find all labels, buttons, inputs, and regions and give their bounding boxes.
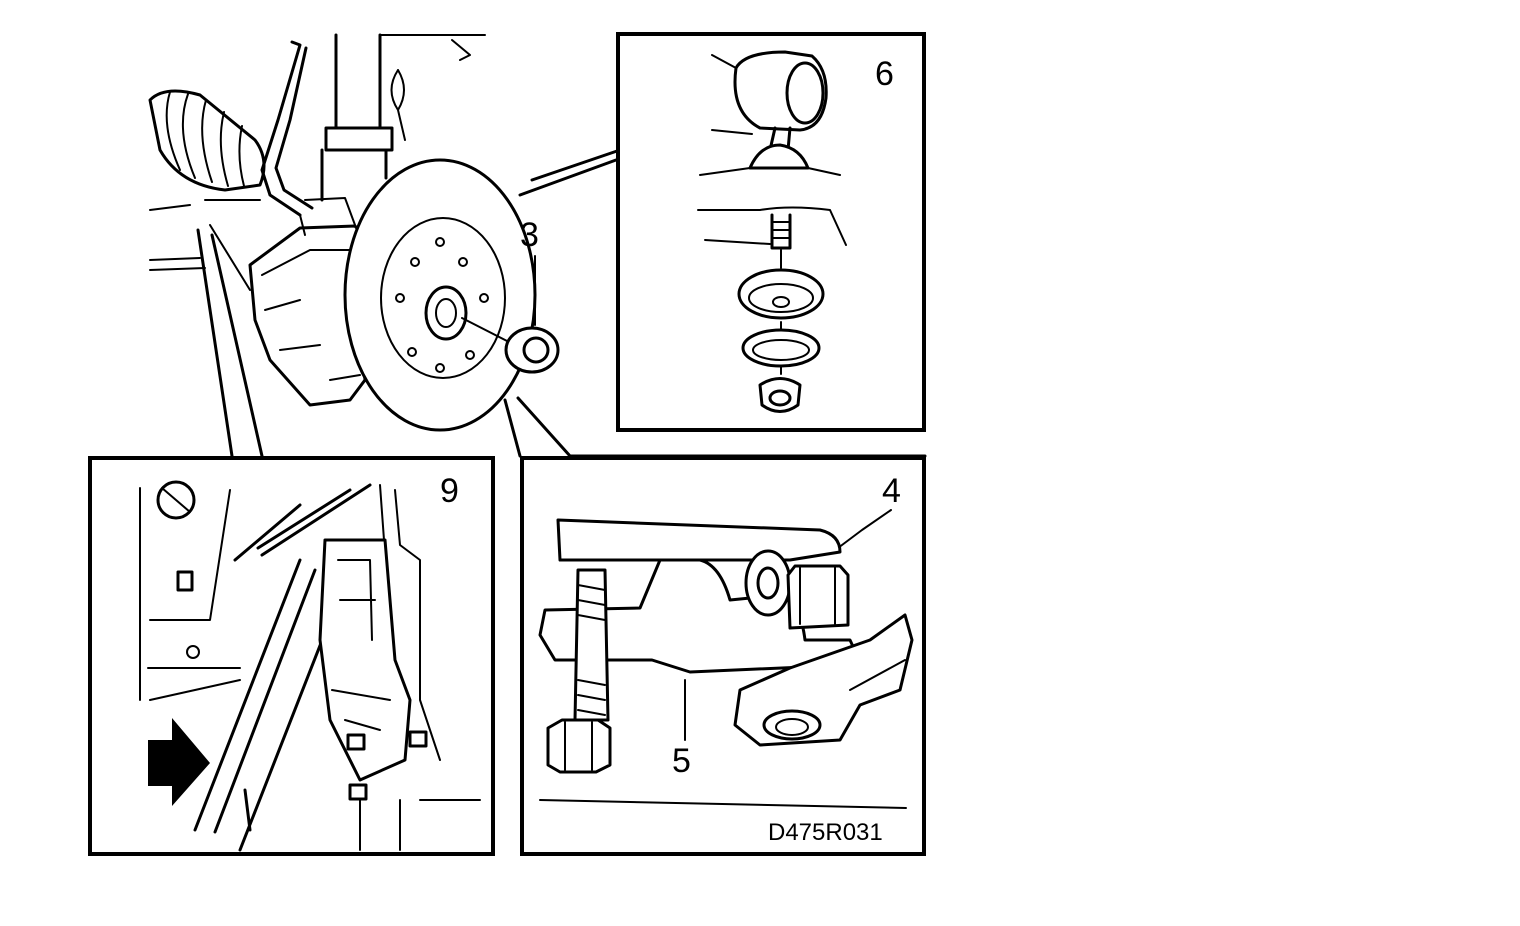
steering-rack-boot [148, 89, 266, 192]
callout-6: 6 [875, 55, 894, 93]
brake-disc [343, 158, 537, 432]
subframe-detail [139, 480, 481, 852]
callout-4: 4 [882, 472, 901, 510]
leader-to-inset-9 [196, 228, 264, 458]
chassis-member [149, 199, 261, 291]
callout-3: 3 [520, 216, 539, 254]
ball-joint-stack [697, 50, 847, 413]
direction-arrow-icon [148, 718, 210, 806]
ground-line [539, 799, 907, 809]
hub-nut [461, 317, 560, 374]
callout-5: 5 [672, 742, 691, 780]
leader-4 [837, 509, 892, 549]
drawing-code: D475R031 [768, 819, 883, 846]
leader-to-inset-6 [518, 148, 622, 197]
ball-joint-separator-tool [538, 518, 914, 774]
strut-tube [320, 33, 486, 202]
main-wheel-hub-assembly [148, 33, 560, 432]
brake-hose [260, 40, 314, 217]
inset-6: 6 [616, 32, 926, 432]
callout-9: 9 [440, 472, 459, 510]
inset-9: 9 [88, 456, 495, 856]
inset-4-5: 4 5 D475R031 [520, 456, 926, 856]
